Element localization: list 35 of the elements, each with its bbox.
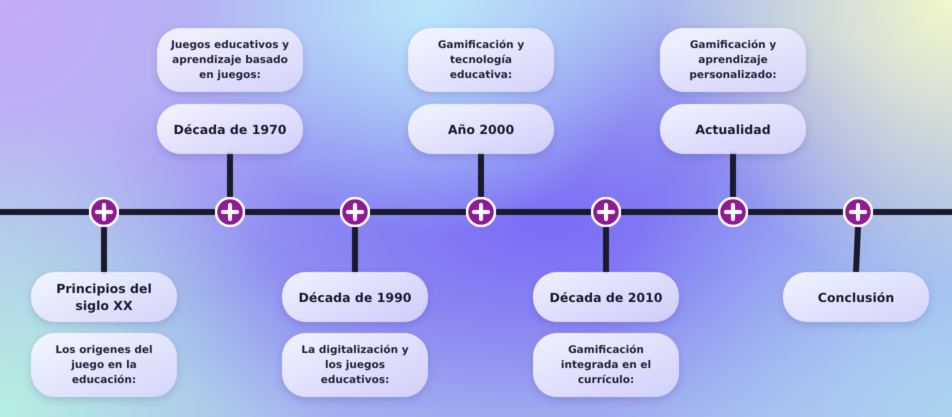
timeline-line <box>853 226 861 272</box>
description-pill <box>533 333 679 397</box>
timeline-line <box>245 209 340 215</box>
period-pill <box>282 272 428 322</box>
period-title: Actualidad <box>695 120 771 138</box>
timeline-line <box>0 209 89 215</box>
period-description: Gamificación integrada en el currículo: <box>560 342 652 388</box>
description-pill <box>31 333 177 397</box>
period-title: Década de 1990 <box>298 288 412 306</box>
period-pill <box>31 272 177 322</box>
timeline-line <box>873 209 952 215</box>
period-description: Gamificación y tecnología educativa: <box>436 38 526 82</box>
timeline-line <box>748 209 843 215</box>
period-pill <box>783 272 929 322</box>
period-description: La digitalización y los juegos educativos: <box>300 342 410 388</box>
period-pill <box>660 104 806 154</box>
period-pill <box>157 104 303 154</box>
description-pill <box>157 28 303 92</box>
period-description: Los origenes del juego en la educación: <box>54 342 154 388</box>
period-title: Conclusión <box>818 288 894 306</box>
description-pill <box>282 333 428 397</box>
description-pill <box>660 28 806 92</box>
period-title: Año 2000 <box>448 120 514 138</box>
timeline-line <box>496 209 591 215</box>
period-title: Década de 1970 <box>173 120 286 138</box>
period-description: Gamificación y aprendizaje personalizado: <box>688 38 778 82</box>
period-pill <box>408 104 554 154</box>
timeline-line <box>119 209 215 215</box>
period-pill <box>533 272 679 322</box>
period-title: Década de 2010 <box>549 288 662 306</box>
period-description: Juegos educativos y aprendizaje basado en juegos: <box>169 38 290 82</box>
timeline-line <box>370 209 466 215</box>
description-pill <box>408 28 554 92</box>
period-title: Principios del siglo XX <box>55 280 153 314</box>
timeline-line <box>621 209 718 215</box>
